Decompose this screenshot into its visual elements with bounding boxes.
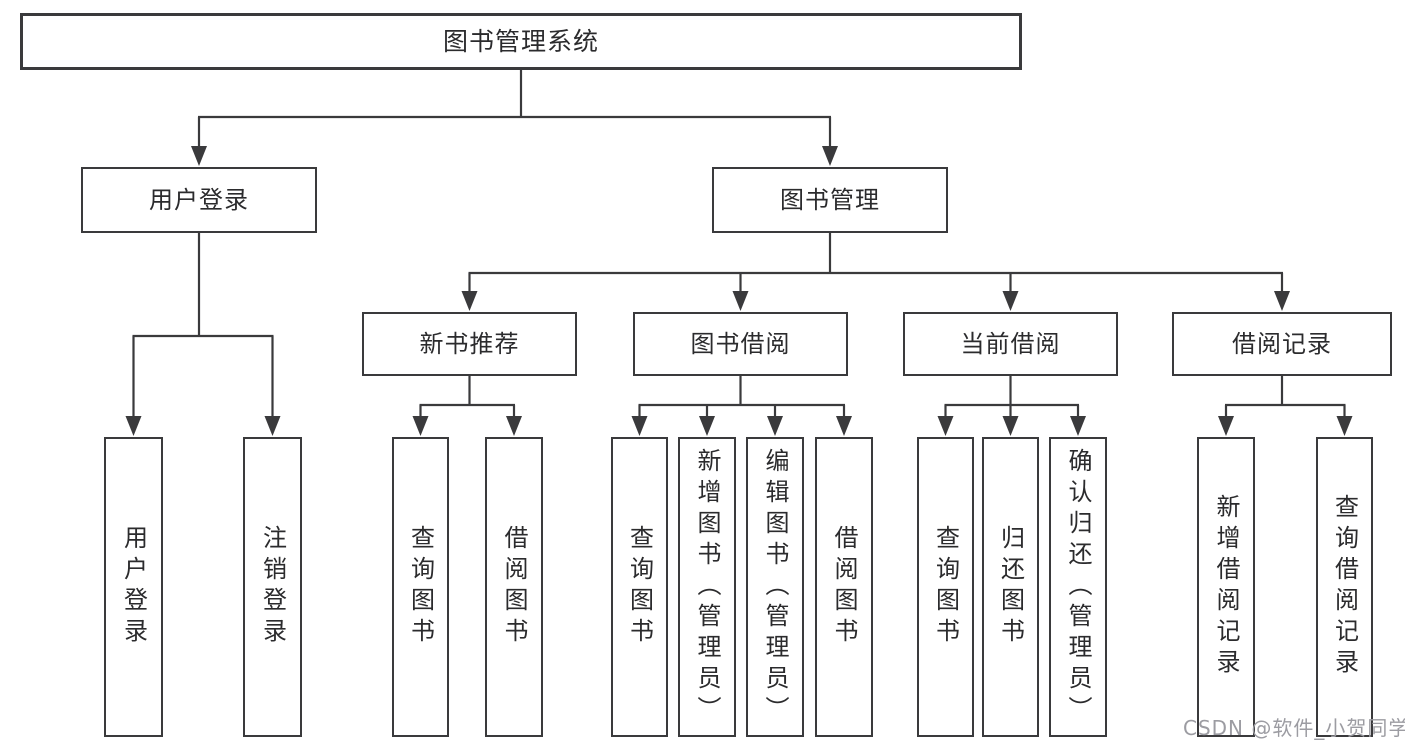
arrowhead-icon bbox=[1070, 416, 1086, 436]
node-leaf-nbr-borrow: 借阅图书 bbox=[485, 437, 543, 737]
arrowhead-icon bbox=[1218, 416, 1234, 436]
node-leaf-bb-borrow: 借阅图书 bbox=[815, 437, 873, 737]
node-book-mgmt: 图书管理 bbox=[712, 167, 948, 233]
arrowhead-icon bbox=[767, 416, 783, 436]
node-book-borrow: 图书借阅 bbox=[633, 312, 848, 376]
node-leaf-cb-confirm: 确认归还（管理员） bbox=[1049, 437, 1107, 737]
arrowhead-icon bbox=[125, 416, 142, 436]
arrowhead-icon bbox=[1274, 291, 1290, 311]
arrowhead-icon bbox=[264, 416, 281, 436]
node-leaf-cb-return: 归还图书 bbox=[982, 437, 1039, 737]
node-new-book-rec: 新书推荐 bbox=[362, 312, 577, 376]
arrowhead-icon bbox=[732, 291, 749, 311]
arrowhead-icon bbox=[836, 416, 852, 436]
node-leaf-user-login: 用户登录 bbox=[104, 437, 163, 737]
node-current-borrow: 当前借阅 bbox=[903, 312, 1118, 376]
node-user-login: 用户登录 bbox=[81, 167, 317, 233]
node-leaf-bb-edit: 编辑图书（管理员） bbox=[746, 437, 804, 737]
node-leaf-br-query: 查询借阅记录 bbox=[1316, 437, 1373, 737]
arrowhead-icon bbox=[1336, 416, 1353, 436]
node-leaf-cb-query: 查询图书 bbox=[917, 437, 974, 737]
arrowhead-icon bbox=[412, 416, 429, 436]
node-borrow-record: 借阅记录 bbox=[1172, 312, 1392, 376]
arrowhead-icon bbox=[822, 146, 838, 166]
node-leaf-bb-query: 查询图书 bbox=[611, 437, 668, 737]
node-root: 图书管理系统 bbox=[20, 13, 1022, 70]
arrowhead-icon bbox=[461, 291, 478, 311]
node-leaf-logout: 注销登录 bbox=[243, 437, 302, 737]
node-leaf-br-add: 新增借阅记录 bbox=[1197, 437, 1255, 737]
arrowhead-icon bbox=[191, 146, 207, 166]
watermark: CSDN @软件_小贺同学 bbox=[1183, 716, 1405, 740]
node-leaf-bb-add: 新增图书（管理员） bbox=[678, 437, 736, 737]
arrowhead-icon bbox=[506, 416, 522, 436]
arrowhead-icon bbox=[1002, 291, 1019, 311]
arrowhead-icon bbox=[699, 416, 715, 436]
node-leaf-nbr-query: 查询图书 bbox=[392, 437, 449, 737]
arrowhead-icon bbox=[631, 416, 648, 436]
arrowhead-icon bbox=[937, 416, 954, 436]
arrowhead-icon bbox=[1002, 416, 1019, 436]
